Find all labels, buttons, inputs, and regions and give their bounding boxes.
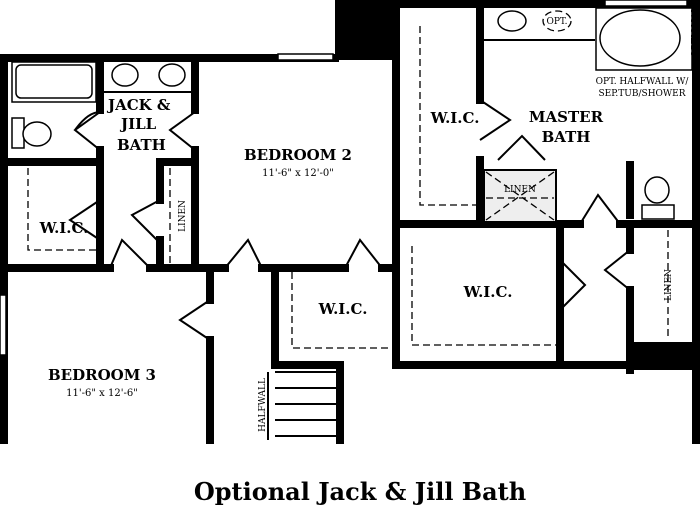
bedroom-3-label: BEDROOM 3 xyxy=(48,366,156,384)
jack-jill-label: BATH xyxy=(117,136,166,154)
bedroom-3-dimensions: 11'-6" x 12'-6" xyxy=(66,388,138,399)
bedroom-2-dimensions: 11'-6" x 12'-0" xyxy=(262,168,334,179)
master-bath-label: BATH xyxy=(542,128,591,146)
doors xyxy=(68,99,631,341)
opt-halfwall-note: SEP.TUB/SHOWER xyxy=(598,89,685,99)
stairs xyxy=(267,371,340,440)
jack-jill-label: JILL xyxy=(119,115,157,133)
wic-master-upper-label: W.I.C. xyxy=(430,109,480,127)
right-linen-label: LINEN xyxy=(664,269,674,301)
jj-linen-label: LINEN xyxy=(178,200,188,232)
sink xyxy=(111,63,139,87)
jack-jill-label: JACK & xyxy=(106,96,171,114)
master-bath-label: MASTER xyxy=(529,108,604,126)
optional-sink xyxy=(542,10,572,32)
wic-middle-label: W.I.C. xyxy=(318,300,368,318)
opt-sink-label: OPT. xyxy=(547,17,568,27)
toilet-tank xyxy=(11,117,25,149)
sink xyxy=(158,63,186,87)
bedroom-2-label: BEDROOM 2 xyxy=(244,146,352,164)
wall-block xyxy=(630,342,692,370)
chimney-block xyxy=(335,0,395,60)
toilet xyxy=(22,121,52,147)
plan-title: Optional Jack & Jill Bath xyxy=(194,477,526,506)
toilet xyxy=(644,176,670,204)
optional-window-label: OPTIONAL xyxy=(691,7,700,58)
halfwall-label: HALFWALL xyxy=(258,378,268,432)
walls xyxy=(0,0,700,444)
wic-master-lower-label: W.I.C. xyxy=(463,283,513,301)
opt-halfwall-note: OPT. HALFWALL W/ xyxy=(596,77,690,87)
sink xyxy=(497,10,527,32)
closet-shelves xyxy=(27,26,669,349)
master-linen-label: LINEN xyxy=(504,185,536,195)
wic-left-label: W.I.C. xyxy=(39,219,89,237)
